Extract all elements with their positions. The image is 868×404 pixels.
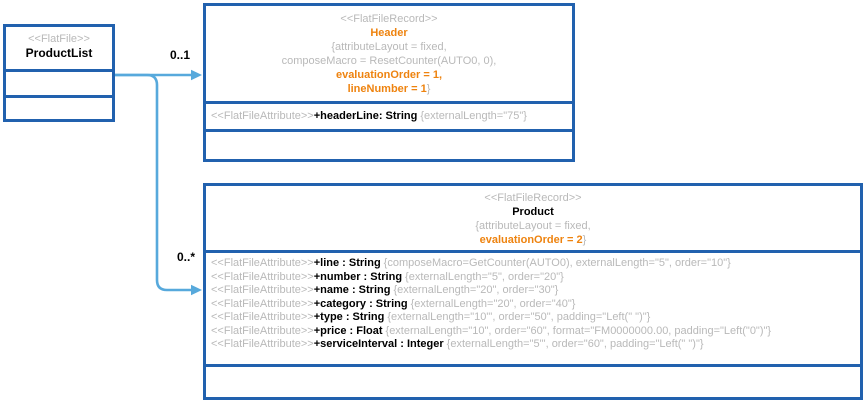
attribute-stereotype: <<FlatFileAttribute>> bbox=[211, 324, 314, 337]
header-operations-compartment[interactable] bbox=[206, 129, 572, 159]
productlist-operations-compartment[interactable] bbox=[6, 95, 112, 119]
productlist-stereotype: <<FlatFile>> bbox=[28, 33, 90, 45]
header-closing-brace: } bbox=[426, 83, 431, 95]
attribute-properties: {externalLength="20", order="40"} bbox=[410, 297, 576, 310]
product-closing-brace: } bbox=[582, 234, 587, 246]
product-title-compartment: <<FlatFileRecord>> Product {attributeLay… bbox=[206, 186, 860, 250]
header-title-compartment: <<FlatFileRecord>> Header {attributeLayo… bbox=[206, 6, 572, 101]
productlist-attributes-compartment[interactable] bbox=[6, 69, 112, 95]
attribute-row-headerline[interactable]: <<FlatFileAttribute>>+headerLine: String… bbox=[211, 110, 527, 124]
header-prop-line-2: composeMacro = ResetCounter(AUTO0, 0), bbox=[281, 55, 497, 67]
attribute-signature: +category : String bbox=[313, 297, 408, 310]
product-attributes-compartment[interactable]: <<FlatFileAttribute>>+line : String{comp… bbox=[206, 250, 860, 364]
attribute-stereotype: <<FlatFileAttribute>> bbox=[211, 297, 314, 310]
attribute-properties: {externalLength="20", order="30"} bbox=[393, 284, 559, 296]
attribute-stereotype: <<FlatFileAttribute>> bbox=[211, 257, 314, 269]
attribute-properties: {composeMacro=GetCounter(AUTO0), externa… bbox=[383, 257, 731, 269]
attribute-signature: +type : String bbox=[313, 311, 385, 323]
class-box-header[interactable]: <<FlatFileRecord>> Header {attributeLayo… bbox=[203, 3, 575, 162]
attribute-stereotype: <<FlatFileAttribute>> bbox=[211, 109, 314, 122]
header-name: Header bbox=[370, 27, 408, 39]
attribute-properties: {externalLength="75"} bbox=[420, 109, 527, 122]
attribute-signature: +line : String bbox=[313, 257, 381, 269]
attribute-properties: {externalLength="5", order="20"} bbox=[405, 270, 564, 283]
header-emph-line-1: evaluationOrder = 1, bbox=[335, 69, 443, 81]
attribute-row-price[interactable]: <<FlatFileAttribute>>+price : Float{exte… bbox=[211, 325, 860, 339]
header-attributes-compartment[interactable]: <<FlatFileAttribute>>+headerLine: String… bbox=[206, 101, 572, 129]
attribute-row-type[interactable]: <<FlatFileAttribute>>+type : String{exte… bbox=[211, 311, 860, 325]
product-emph-line: evaluationOrder = 2 bbox=[479, 234, 583, 246]
attribute-stereotype: <<FlatFileAttribute>> bbox=[211, 284, 314, 296]
attribute-properties: {externalLength="10", order="60", format… bbox=[385, 324, 772, 337]
header-emph-line-2: lineNumber = 1 bbox=[347, 83, 427, 95]
attribute-row-number[interactable]: <<FlatFileAttribute>>+number : String{ex… bbox=[211, 271, 860, 285]
attribute-signature: +number : String bbox=[313, 270, 403, 283]
productlist-name: ProductList bbox=[25, 46, 93, 60]
attribute-row-line[interactable]: <<FlatFileAttribute>>+line : String{comp… bbox=[211, 257, 860, 271]
attribute-signature: +headerLine: String bbox=[313, 109, 418, 122]
attribute-properties: {externalLength="10"', order="50", paddi… bbox=[387, 311, 651, 323]
attribute-row-category[interactable]: <<FlatFileAttribute>>+category : String{… bbox=[211, 298, 860, 312]
multiplicity-label-product: 0..* bbox=[176, 250, 195, 264]
class-box-productlist[interactable]: <<FlatFile>> ProductList bbox=[3, 24, 115, 122]
arrowhead-header-icon[interactable] bbox=[191, 69, 202, 81]
arrowhead-product-icon[interactable] bbox=[191, 284, 202, 296]
product-prop-line-1: {attributeLayout = fixed, bbox=[475, 220, 591, 232]
attribute-signature: +price : Float bbox=[313, 324, 383, 337]
attribute-signature: +name : String bbox=[313, 284, 391, 296]
attribute-row-serviceinterval[interactable]: <<FlatFileAttribute>>+serviceInterval : … bbox=[211, 338, 860, 352]
multiplicity-label-header: 0..1 bbox=[169, 48, 190, 62]
header-stereotype: <<FlatFileRecord>> bbox=[340, 13, 438, 25]
product-stereotype: <<FlatFileRecord>> bbox=[484, 192, 582, 204]
product-name: Product bbox=[512, 206, 554, 218]
header-prop-line-1: {attributeLayout = fixed, bbox=[331, 41, 447, 53]
attribute-stereotype: <<FlatFileAttribute>> bbox=[211, 270, 314, 283]
attribute-signature: +serviceInterval : Integer bbox=[313, 338, 444, 350]
productlist-title-compartment: <<FlatFile>> ProductList bbox=[6, 27, 112, 69]
class-box-product[interactable]: <<FlatFileRecord>> Product {attributeLay… bbox=[203, 183, 863, 400]
attribute-properties: {externalLength="5"', order="60", paddin… bbox=[446, 338, 704, 350]
attribute-stereotype: <<FlatFileAttribute>> bbox=[211, 311, 314, 323]
product-operations-compartment[interactable] bbox=[206, 364, 860, 397]
attribute-row-name[interactable]: <<FlatFileAttribute>>+name : String{exte… bbox=[211, 284, 860, 298]
attribute-stereotype: <<FlatFileAttribute>> bbox=[211, 338, 314, 350]
